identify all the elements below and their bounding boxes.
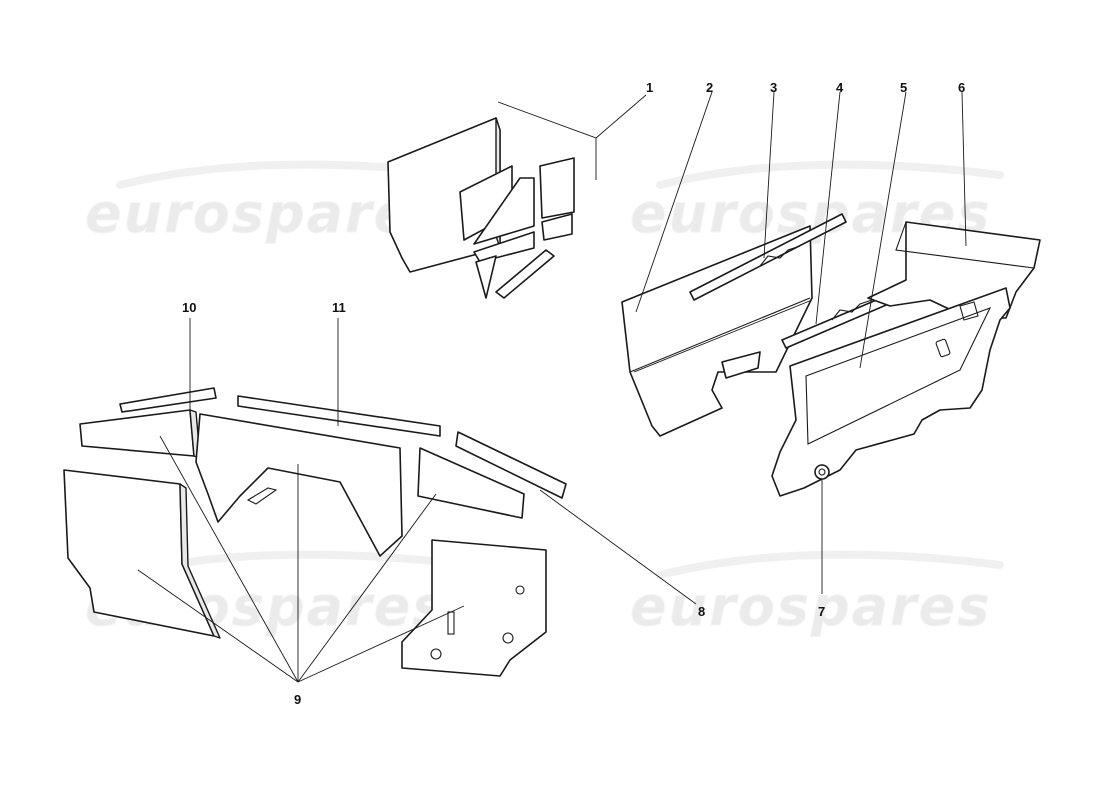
bracket-3-detail: [759, 245, 801, 267]
grommet-outer: [814, 464, 830, 480]
block-c: [541, 213, 573, 241]
part-8-panel[interactable]: [417, 431, 567, 519]
part-1-insulation-kit[interactable]: [387, 117, 575, 299]
callout-5: 5: [900, 80, 907, 95]
callout-2: 2: [706, 80, 713, 95]
hole-c: [430, 648, 442, 660]
leader-4: [815, 91, 841, 325]
part-9-left-panel[interactable]: [63, 469, 221, 639]
leader-2: [635, 91, 713, 313]
panel-11: [195, 413, 403, 557]
panel-2-tab: [721, 351, 761, 379]
pad-10: [79, 409, 195, 457]
watermark-top-left: eurospares: [85, 182, 446, 245]
leader-1b: [595, 94, 647, 139]
leader-3: [763, 91, 775, 259]
leader-9d: [297, 493, 437, 683]
panel-5-hole: [935, 338, 951, 358]
callout-6: 6: [958, 80, 965, 95]
callout-1: 1: [646, 80, 653, 95]
bracket-3-body: [689, 213, 847, 301]
wedge-a: [473, 177, 535, 245]
strip-8: [455, 431, 567, 499]
part-3-bracket[interactable]: [689, 213, 847, 301]
callout-9: 9: [294, 692, 301, 707]
leader-9a: [137, 569, 299, 683]
panel-5-cutout: [959, 301, 979, 321]
wedge-8: [417, 447, 525, 519]
watermark-bottom-right: eurospares: [630, 575, 991, 638]
leader-9b: [159, 435, 299, 683]
part-5-side-panel[interactable]: [771, 287, 1011, 497]
leader-6: [961, 91, 967, 247]
panel-5-body: [771, 287, 1011, 497]
callout-4: 4: [836, 80, 844, 95]
leaders-9: [137, 435, 465, 683]
callout-3: 3: [770, 80, 777, 95]
hole-a: [515, 585, 525, 595]
panel-6-fold: [895, 221, 1035, 269]
callouts: 1 2 3 4 5 6 7 8 9 10 11: [182, 80, 965, 707]
wedge-c: [495, 249, 555, 299]
callout-10: 10: [182, 300, 196, 315]
wedge-b: [475, 255, 497, 299]
panel-2-fold: [629, 297, 811, 373]
leader-2b: [633, 299, 813, 373]
part-7-grommet[interactable]: [814, 464, 830, 480]
panel-5-inset: [805, 307, 992, 445]
part-2-floor-panel[interactable]: [621, 225, 813, 437]
part-9-right-panel[interactable]: [401, 539, 547, 677]
strip-10: [119, 387, 217, 413]
part-10-pad[interactable]: [79, 387, 217, 459]
strip-a: [473, 231, 535, 263]
leader-9e: [297, 605, 465, 683]
watermark-swoosh: [656, 550, 1004, 579]
callout-7: 7: [818, 604, 825, 619]
hole-b: [502, 632, 514, 644]
leader-8: [539, 489, 697, 605]
watermark-swoosh: [656, 160, 1004, 189]
strip-11: [237, 395, 441, 437]
panel-11-slot: [246, 487, 278, 505]
leader-5: [859, 91, 907, 369]
callout-11: 11: [332, 300, 346, 315]
part-11-strip[interactable]: [195, 395, 441, 557]
grommet-inner: [818, 468, 826, 476]
panel-9-left-edge: [179, 483, 221, 639]
panel-2-body: [621, 225, 813, 437]
callout-8: 8: [698, 604, 705, 619]
block-b: [539, 157, 575, 219]
